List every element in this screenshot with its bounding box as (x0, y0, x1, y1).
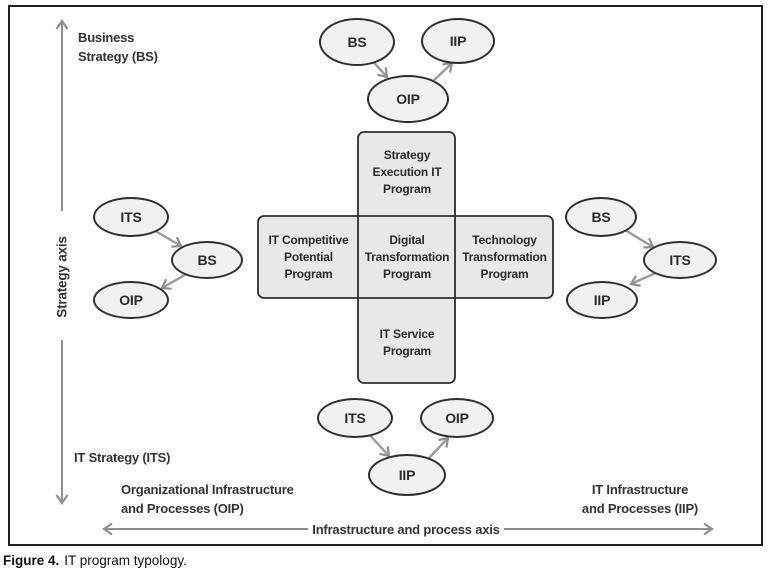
program-it-service: IT Service Program (379, 327, 435, 358)
node-top-oip: OIP (367, 75, 449, 123)
label-it-infrastructure: IT Infrastructure and Processes (IIP) (581, 482, 699, 516)
arrow-bottom-iip-to-oip (427, 436, 450, 460)
node-left-oip: OIP (93, 281, 169, 319)
arrow-right-bs-to-its (624, 228, 655, 249)
arrow-left-its-to-bs (151, 227, 183, 248)
label-strategy-axis: Strategy axis (54, 236, 70, 318)
node-top-iip: IIP (421, 18, 495, 64)
horizontal-program-box-fill (258, 216, 553, 298)
figure-caption-number: Figure 4. (3, 553, 60, 568)
node-right-iip: IIP (566, 281, 638, 319)
horizontal-program-box-outline (257, 215, 554, 299)
label-org-infrastructure: Organizational Infrastructure and Proces… (121, 482, 294, 516)
program-strategy-execution: Strategy Execution IT Program (372, 147, 442, 196)
program-it-competitive-potential: IT Competitive Potential Program (268, 232, 349, 281)
figure-caption-text: IT program typology. (64, 553, 187, 568)
program-digital-transformation: Digital Transformation Program (364, 232, 450, 281)
label-it-strategy: IT Strategy (ITS) (74, 450, 171, 465)
node-right-bs: BS (565, 197, 637, 237)
node-bottom-oip: OIP (420, 398, 494, 438)
program-technology-transformation: Technology Transformation Program (462, 232, 547, 281)
label-infrastructure-axis: Infrastructure and process axis (312, 522, 500, 537)
vertical-program-box-outline (357, 131, 456, 384)
figure-caption: Figure 4. IT program typology. (3, 553, 187, 568)
node-left-its: ITS (93, 197, 169, 237)
node-right-its: ITS (643, 241, 717, 279)
node-top-bs: BS (319, 18, 395, 66)
node-bottom-its: ITS (317, 398, 393, 438)
node-bottom-iip: IIP (368, 454, 446, 496)
node-left-bs: BS (171, 241, 243, 279)
label-business-strategy: Business Strategy (BS) (78, 30, 158, 64)
